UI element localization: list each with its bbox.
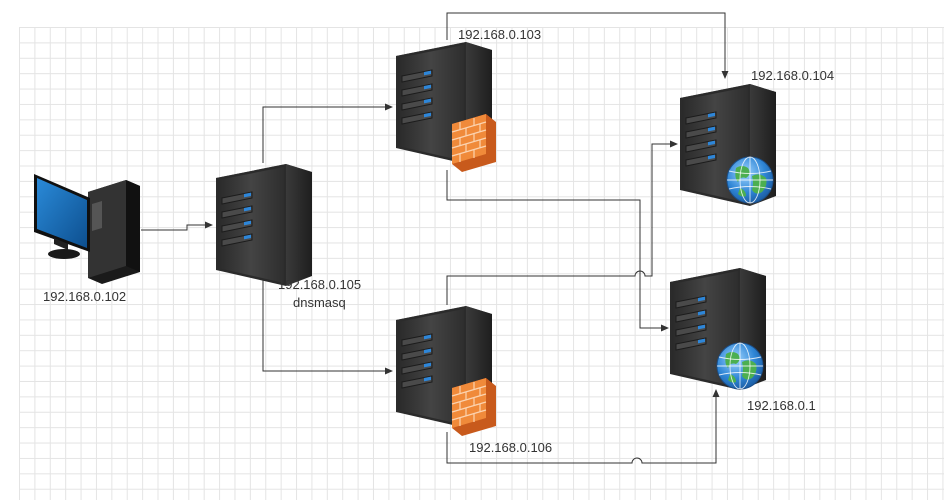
connector-firewall-top-webserver-top (446, 12, 729, 79)
web-server-bottom-ip-label: 192.168.0.1 (747, 398, 816, 413)
firewall-server-top-icon (395, 41, 497, 173)
connector-client-dns (141, 221, 213, 231)
connector-dns-firewall-bottom (262, 278, 393, 375)
desktop-computer-icon (34, 174, 140, 284)
globe-bottom-icon (716, 342, 764, 390)
web-server-top-ip-label: 192.168.0.104 (751, 68, 835, 83)
web-server-top-icon (679, 83, 777, 207)
firewall-bottom-icon (451, 377, 497, 437)
globe-top-icon (726, 156, 774, 204)
firewall-bottom-ip-label: 192.168.0.106 (469, 440, 553, 455)
connectors (141, 12, 729, 464)
firewall-top-ip-label: 192.168.0.103 (458, 27, 542, 42)
connector-firewall-top-webserver-bottom (446, 170, 669, 332)
web-server-bottom-icon (669, 267, 767, 391)
firewall-top-icon (451, 113, 497, 173)
client-ip-label: 192.168.0.102 (43, 289, 127, 304)
connector-firewall-bottom-webserver-bottom (446, 389, 720, 464)
firewall-server-bottom-icon (395, 305, 497, 437)
dns-server-ip-label: 192.168.0.105 (278, 277, 362, 292)
dns-server-role-label: dnsmasq (293, 295, 346, 310)
connector-firewall-bottom-webserver-top (446, 140, 678, 305)
connector-dns-firewall-top (262, 103, 393, 163)
dns-server-icon (215, 163, 313, 287)
